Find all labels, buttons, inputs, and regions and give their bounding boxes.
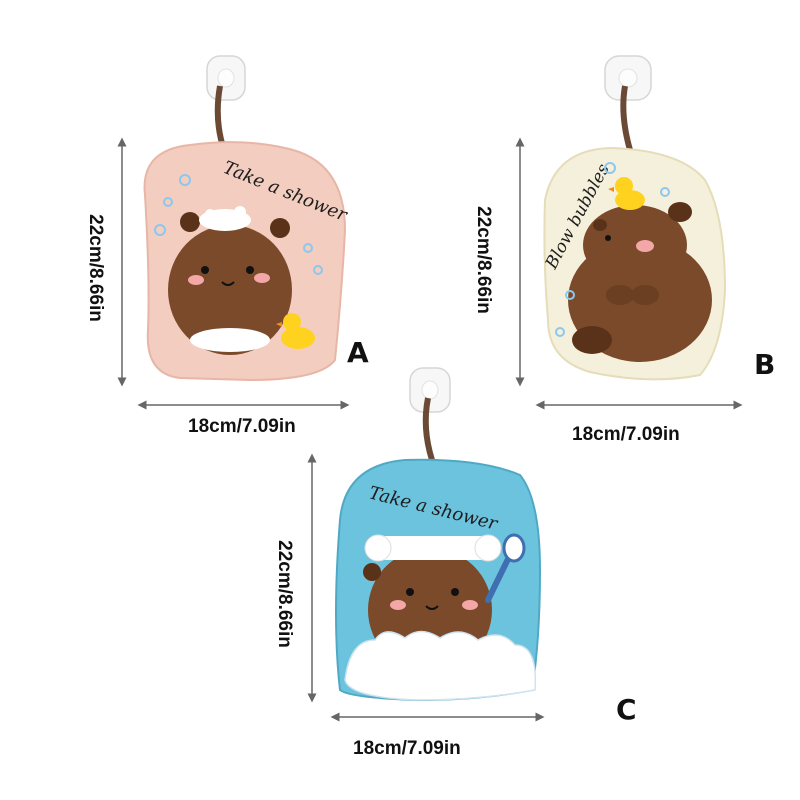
towel-c: Take a shower xyxy=(307,367,545,722)
rubber-duck-b xyxy=(608,177,645,210)
bubbles-b xyxy=(555,162,670,337)
bubbles-a xyxy=(154,174,323,275)
rubber-duck-a xyxy=(276,313,315,349)
width-label-b: 18cm/7.09in xyxy=(572,424,680,445)
height-label-a: 22cm/8.66in xyxy=(85,214,106,322)
capybara-b xyxy=(568,202,712,362)
wall-hook-b xyxy=(604,55,652,101)
capybara-a xyxy=(168,206,292,355)
towel-label-b: B xyxy=(754,348,776,381)
width-label-c: 18cm/7.09in xyxy=(353,738,461,759)
hanging-strap-c xyxy=(422,397,435,461)
height-label-b: 22cm/8.66in xyxy=(473,206,494,314)
hanging-strap-b xyxy=(620,85,633,151)
foam-c xyxy=(344,630,537,701)
towel-a: Take a shower xyxy=(117,55,351,410)
towel-label-c: C xyxy=(616,693,637,726)
width-label-a: 18cm/7.09in xyxy=(188,416,296,437)
height-label-c: 22cm/8.66in xyxy=(274,540,295,648)
towel-label-a: A xyxy=(347,336,369,369)
towel-b: Blow bubbles xyxy=(515,55,743,410)
shower-brush-c xyxy=(485,533,526,603)
wall-hook-a xyxy=(206,55,246,101)
wall-hook-c xyxy=(409,367,451,413)
